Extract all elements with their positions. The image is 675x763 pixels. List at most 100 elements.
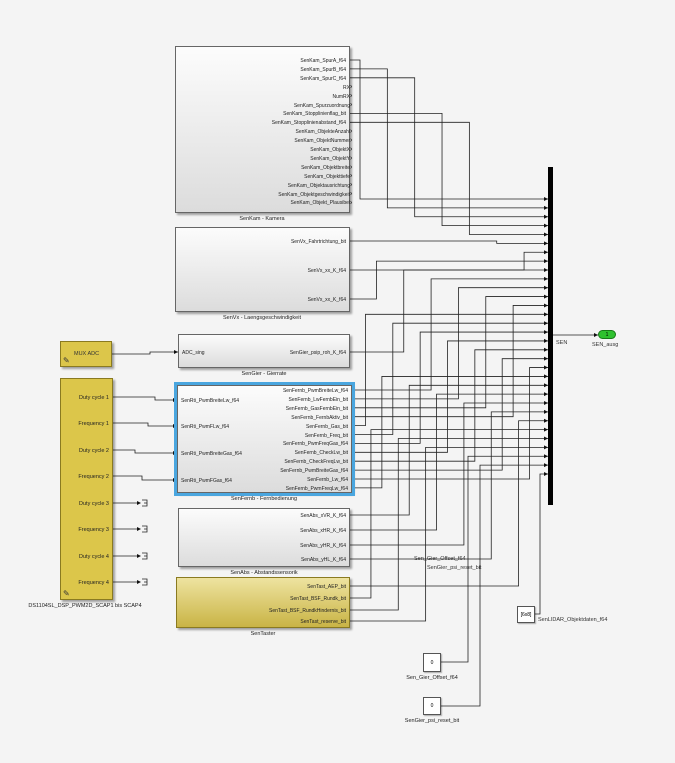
arrow-head [173,398,177,402]
bus-input-arrow [544,197,548,201]
bus-input-arrow [544,232,548,237]
ds1104-label: DS1104SL_DSP_PWM2D_SCAP1 bis SCAP4 [28,603,142,609]
bus-input-line[interactable] [350,429,548,599]
unconnected-port-icon: › [350,199,353,206]
senfernb-input-port: SenRti_PwmFGas_f64 [181,478,232,484]
unconnected-port-icon: › [350,173,353,180]
ds1104-output-port: Frequency 1 [78,421,109,427]
senfernb-output-port: SenFernb_Gas_bit [306,423,348,430]
bus-input-arrow [544,214,548,219]
bus-input-line[interactable] [352,287,548,400]
bus-input-line[interactable] [350,411,548,560]
psi-reset-constant[interactable]: 0 [423,697,441,715]
pwm-line[interactable] [113,396,177,401]
bus-input-line[interactable] [352,296,548,409]
bus-input-line[interactable] [350,384,548,516]
senkam-output-port: SenKam_ObjektNummer [294,138,350,145]
adc-line[interactable] [112,351,178,355]
bus-input-line[interactable] [352,331,548,444]
lidar-constant[interactable]: [6x8] [517,606,535,623]
bus-input-arrow [544,356,548,361]
terminator-icon[interactable] [142,552,148,560]
arrow-head [594,333,598,337]
bus-input-line[interactable] [352,305,548,418]
bus-input-arrow [544,276,548,281]
bus-input-arrow [544,418,548,423]
sentaster-output-port: SenTast_BSF_Rundk_bit [290,596,346,602]
bus-input-line[interactable] [352,278,548,391]
gier-offset-constant[interactable]: 0 [423,653,441,672]
sentaster-output-port: SenTast_reserve_bit [300,619,346,625]
pwm-line[interactable] [113,449,177,454]
bus-input-line[interactable] [350,438,548,611]
lidar-constant-label: SenLIDAR_Objektdaten_f64 [538,617,608,623]
bus-input-line[interactable] [350,240,548,244]
senfernb-output-port: SenFernb_Freq_bit [304,432,348,439]
bus-input-arrow [544,338,548,343]
bus-input-arrow [544,321,548,326]
bus-input-line[interactable] [352,376,548,489]
senfernb-input-port: SenRti_PwmBreiteLw_f64 [181,398,240,404]
bus-input-line[interactable] [535,473,548,615]
senkam-output-port: SenKam_Objektbreite [301,164,350,171]
unconnected-port-icon: › [350,102,353,109]
bus-input-line[interactable] [352,367,548,480]
terminator-icon[interactable] [142,525,148,533]
bus-label: SEN [556,340,568,346]
bus-input-line[interactable] [441,455,548,663]
bus-input-line[interactable] [352,340,548,453]
ds1104-output-port: Frequency 2 [78,474,109,480]
bus-input-line[interactable] [350,402,548,546]
ds1104-output-port: Duty cycle 1 [79,395,109,401]
bus-input-line[interactable] [350,77,548,218]
bus-input-arrow [544,365,548,370]
senkam-output-port: SenKam_Objektausrichtung [287,182,350,189]
bus-input-line[interactable] [350,260,548,300]
sen-ausg-outport[interactable]: 1 [598,330,616,339]
bus-input-arrow [544,241,548,246]
mux-adc-block[interactable]: MUX ADC ✎ [60,341,112,367]
outport-label: SEN_ausg [592,342,619,348]
bus-creator[interactable] [548,167,553,505]
senfernb-input-port: SenRti_PwmBreiteGas_f64 [181,451,242,457]
unconnected-port-icon: › [350,164,353,171]
bus-input-line[interactable] [352,349,548,462]
sentaster-output-port: SenTast_BSF_RundkHindernis_bit [269,608,346,614]
bus-input-line[interactable] [350,446,548,622]
senabs-output-port: SenAbs_xVR_K_f64 [300,513,346,519]
terminator-icon[interactable] [142,578,148,586]
bus-input-line[interactable] [350,68,548,209]
bus-input-line[interactable] [350,269,548,353]
bus-input-line[interactable] [441,464,548,707]
bus-input-line[interactable] [352,322,548,435]
bus-input-line[interactable] [350,59,548,200]
bus-input-line[interactable] [350,393,548,531]
bus-input-line[interactable] [350,420,548,587]
bus-input-line[interactable] [352,358,548,471]
terminator-icon[interactable] [142,499,148,507]
bus-input-arrow [544,436,548,441]
bus-input-line[interactable] [350,121,548,235]
arrow-head [137,554,141,558]
senfernb-output-port: SenFernb_LwFernbEin_bit [288,396,348,403]
senfernb-output-port: SenFernb_PwmFreqGas_f64 [282,441,348,448]
bus-input-arrow [544,294,548,299]
pwm-line[interactable] [113,422,177,427]
unconnected-port-icon: › [350,128,353,135]
bus-input-arrow [544,454,548,459]
senabs-output-port: SenAbs_xHR_K_f64 [300,528,346,534]
ds1104-output-port: Frequency 3 [78,527,109,533]
pwm-line[interactable] [113,475,177,481]
arrow-head [173,424,177,428]
bus-input-line[interactable] [352,313,548,427]
senkam-output-port: SenKam_SpurC_f64 [300,75,346,82]
bus-input-line[interactable] [350,113,548,227]
